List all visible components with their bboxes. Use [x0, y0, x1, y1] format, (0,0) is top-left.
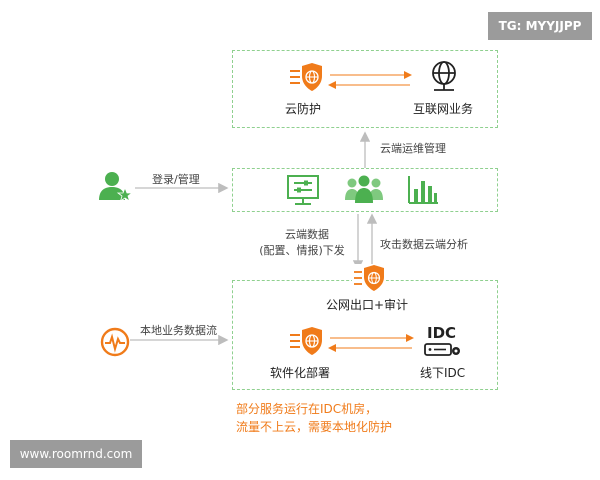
- top-cloud-box: [232, 50, 498, 128]
- note-line-2: 流量不上云，需要本地化防护: [236, 420, 393, 434]
- note-line-1: 部分服务运行在IDC机房，: [236, 402, 378, 416]
- local-flow-label: 本地业务数据流: [140, 324, 217, 337]
- cloud-protection-label: 云防护: [285, 102, 322, 116]
- attack-analysis-label: 攻击数据云端分析: [380, 238, 468, 251]
- watermark-bottom-left: www.roomrnd.com: [10, 440, 142, 468]
- software-deploy-shield-icon: [290, 327, 322, 355]
- internet-business-label: 互联网业务: [413, 102, 474, 116]
- offline-idc-label: 线下IDC: [420, 366, 466, 380]
- server-gear-icon: [424, 343, 460, 356]
- team-users-icon: [345, 175, 383, 203]
- analytics-bar-chart-icon: [408, 176, 438, 204]
- software-deploy-label: 软件化部署: [270, 366, 331, 380]
- cloud-data-sub-label: (配置、情报)下发: [259, 244, 345, 257]
- cloud-protection-shield-icon: [290, 63, 322, 91]
- management-box: [232, 168, 498, 212]
- admin-user-icon: [99, 172, 132, 202]
- watermark-top-right: TG: MYYJJPP: [488, 12, 592, 40]
- login-manage-label: 登录/管理: [152, 173, 200, 186]
- idc-text: IDC: [427, 324, 457, 342]
- public-exit-shield-icon: [352, 264, 386, 292]
- public-exit-audit-label: 公网出口+审计: [326, 298, 409, 312]
- cloud-data-label: 云端数据: [285, 228, 329, 241]
- cloud-ops-label: 云端运维管理: [380, 142, 446, 155]
- internet-globe-icon: [432, 61, 456, 91]
- config-monitor-icon: [287, 175, 319, 205]
- pulse-heartbeat-icon: [100, 327, 130, 357]
